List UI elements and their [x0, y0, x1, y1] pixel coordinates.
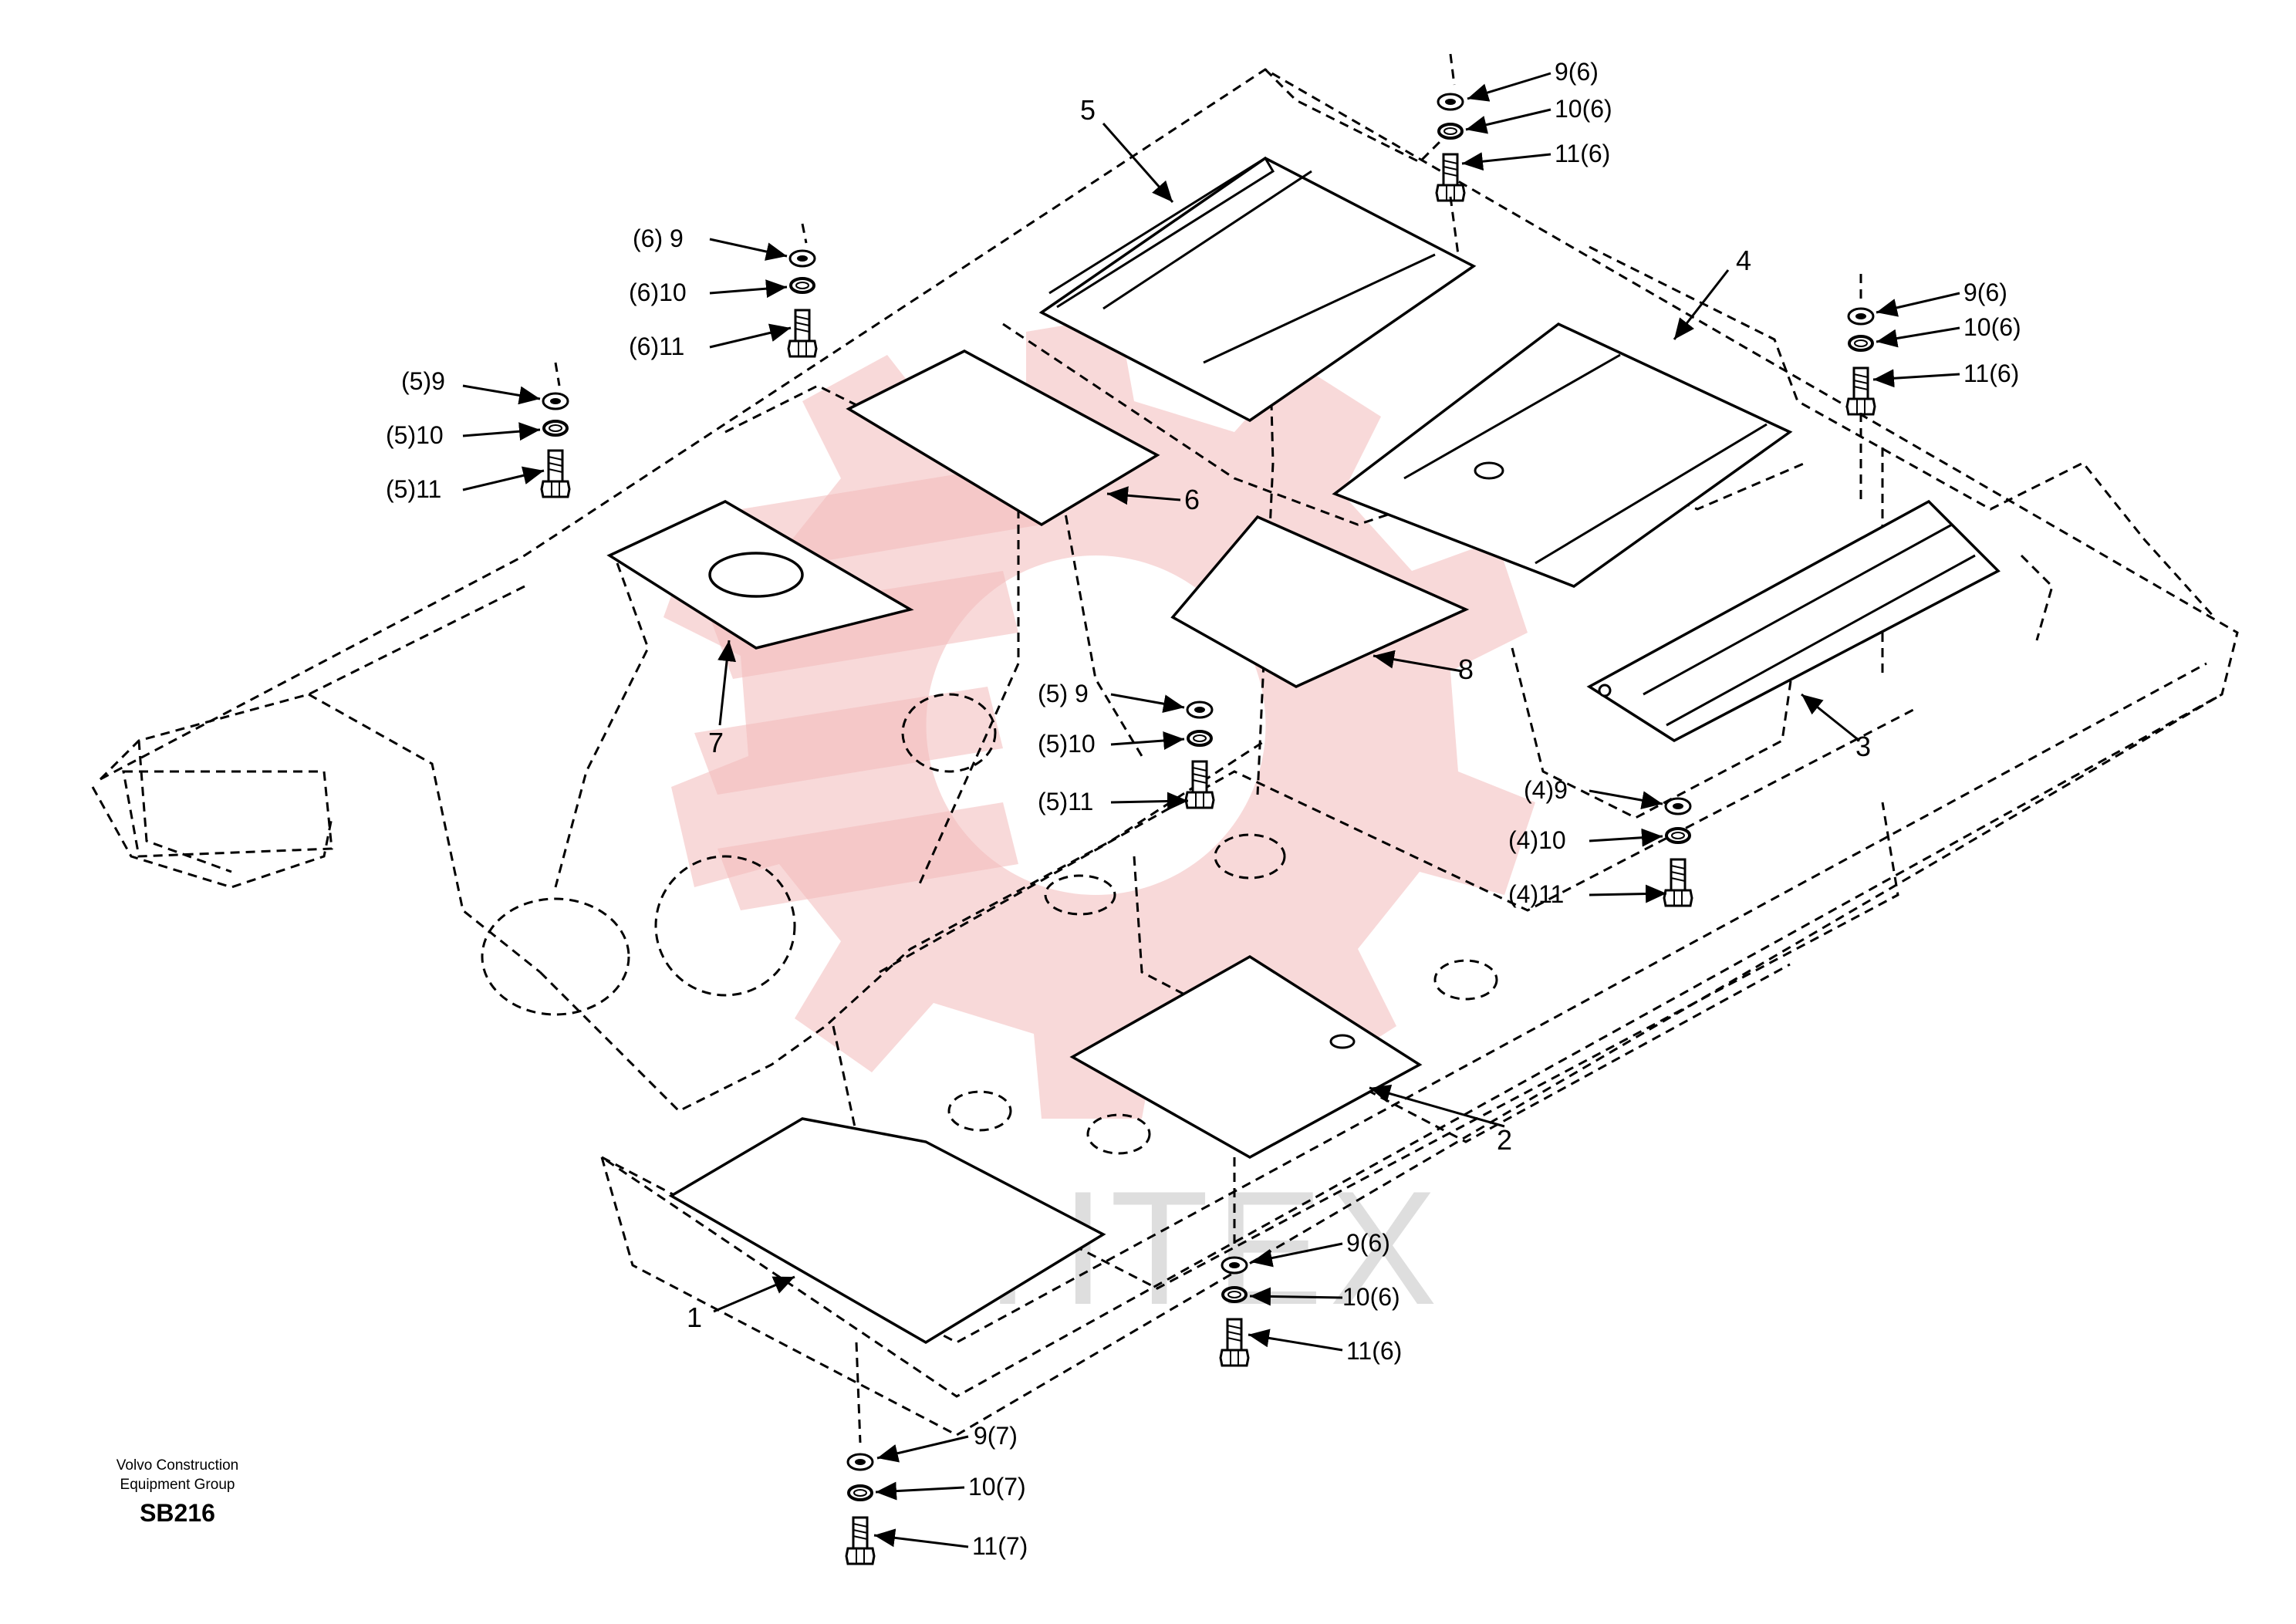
- cover-plate-3: [1586, 499, 2001, 743]
- cover-plate-4: [1332, 322, 1793, 588]
- part-label-8: 8: [1458, 653, 1474, 685]
- svg-text:10(7): 10(7): [968, 1473, 1026, 1501]
- brand-line-2: Equipment Group: [120, 1477, 235, 1493]
- fastener-stack-bottom: 9(7) 10(7) 11(7): [845, 1422, 1028, 1565]
- part-label-4: 4: [1736, 245, 1751, 276]
- watermark-gear-logo: [663, 316, 1535, 1119]
- svg-text:(6) 9: (6) 9: [633, 225, 684, 252]
- brand-block: Volvo Construction Equipment Group SB216: [116, 1457, 238, 1527]
- fastener-stack-top-left: (5)9 (5)10 (5)11: [386, 367, 571, 503]
- part-labels: 5 4 3 6 7 8 2 1: [687, 94, 1871, 1333]
- svg-text:10(6): 10(6): [1963, 313, 2021, 341]
- cover-plate-6: [846, 349, 1160, 527]
- part-leaders: [713, 123, 1860, 1313]
- fastener-stack-top-center: (6) 9 (6)10 (6)11: [629, 225, 818, 360]
- svg-text:9(6): 9(6): [1346, 1229, 1390, 1257]
- svg-text:(6)10: (6)10: [629, 279, 687, 306]
- part-label-5: 5: [1080, 94, 1096, 126]
- fastener-stack-right-middle: (4)9 (4)10 (4)11: [1508, 776, 1693, 908]
- cover-plate-2: [1069, 954, 1423, 1160]
- svg-text:11(7): 11(7): [972, 1532, 1028, 1560]
- svg-text:(6)11: (6)11: [629, 333, 684, 360]
- fastener-stack-right: 9(6) 10(6) 11(6): [1845, 279, 2021, 416]
- svg-text:(5) 9: (5) 9: [1038, 680, 1089, 707]
- fastener-stack-bottom-center: 9(6) 10(6) 11(6): [1219, 1229, 1402, 1367]
- svg-text:11(6): 11(6): [1346, 1337, 1402, 1365]
- cover-plate-8: [1170, 515, 1470, 688]
- svg-text:11(6): 11(6): [1555, 140, 1610, 167]
- fastener-axes: [554, 53, 1862, 1443]
- svg-text:(5)10: (5)10: [386, 421, 444, 449]
- svg-text:(5)9: (5)9: [401, 367, 445, 395]
- part-label-6: 6: [1184, 484, 1200, 515]
- part-label-7: 7: [708, 727, 724, 758]
- svg-text:(4)10: (4)10: [1508, 826, 1566, 854]
- frame-outline: [91, 68, 2239, 1437]
- svg-text:10(6): 10(6): [1555, 95, 1612, 123]
- svg-text:(5)11: (5)11: [1038, 788, 1093, 815]
- cover-plate-1: [668, 1117, 1106, 1345]
- svg-text:(4)11: (4)11: [1508, 880, 1564, 908]
- part-label-1: 1: [687, 1302, 702, 1333]
- part-label-3: 3: [1855, 731, 1871, 762]
- svg-text:9(6): 9(6): [1555, 58, 1599, 86]
- drawing-code: SB216: [140, 1499, 215, 1527]
- svg-text:9(6): 9(6): [1963, 279, 2007, 306]
- svg-text:11(6): 11(6): [1963, 360, 2019, 387]
- fastener-stack-middle: (5) 9 (5)10 (5)11: [1038, 680, 1215, 815]
- svg-text:9(7): 9(7): [974, 1422, 1018, 1450]
- svg-text:(5)10: (5)10: [1038, 730, 1096, 758]
- cover-plate-5: [1038, 156, 1477, 423]
- part-label-2: 2: [1497, 1124, 1512, 1156]
- brand-line-1: Volvo Construction: [116, 1457, 238, 1474]
- svg-text:(5)11: (5)11: [386, 475, 441, 503]
- cover-plate-7: [606, 500, 914, 650]
- fastener-stack-top-right: 9(6) 10(6) 11(6): [1435, 58, 1612, 202]
- svg-text:(4)9: (4)9: [1524, 776, 1568, 804]
- svg-text:10(6): 10(6): [1342, 1283, 1400, 1311]
